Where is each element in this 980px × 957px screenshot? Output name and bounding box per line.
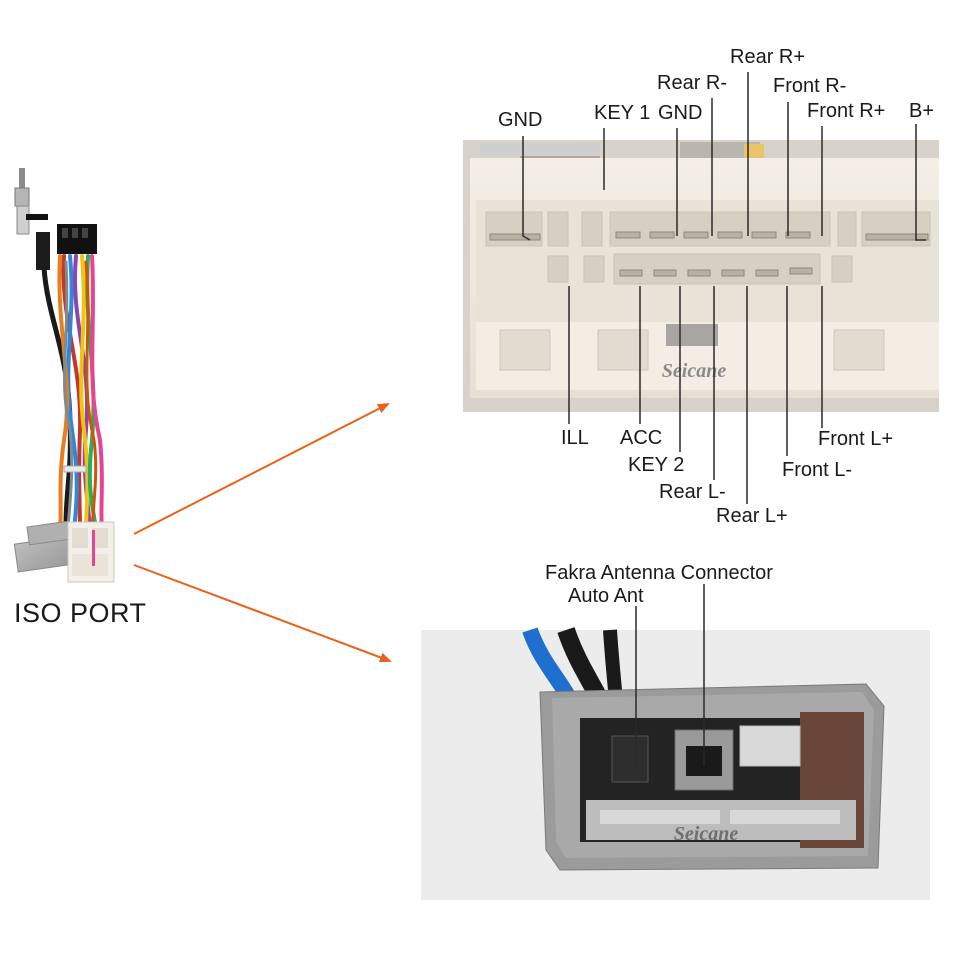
label-gnd-2: GND — [658, 102, 703, 124]
label-acc: ACC — [620, 427, 663, 449]
label-rear-r-plus: Rear R+ — [730, 46, 806, 68]
label-ill: ILL — [561, 427, 589, 449]
label-front-l-plus: Front L+ — [818, 428, 894, 450]
label-rear-l-plus: Rear L+ — [716, 505, 788, 527]
label-front-r-minus: Front R- — [773, 75, 847, 97]
top-watermark: Seicane — [662, 360, 727, 382]
label-fakra-antenna-connector: Fakra Antenna Connector — [545, 562, 773, 584]
bottom-watermark: Seicane — [674, 823, 739, 845]
iso-port-label: ISO PORT — [14, 598, 147, 628]
label-front-r-plus: Front R+ — [807, 100, 886, 122]
arrow-to-bottom-connector — [133, 564, 392, 663]
label-key-2: KEY 2 — [628, 454, 685, 476]
antenna-plug-icon — [14, 168, 50, 270]
wiring-harness-image — [13, 168, 115, 583]
wire-bundle — [41, 254, 104, 532]
fakra-connector-photo: Seicane — [421, 627, 930, 900]
arrow-to-top-connector — [133, 403, 390, 535]
label-b-plus: B+ — [909, 100, 935, 122]
label-rear-l-minus: Rear L- — [659, 481, 726, 503]
white-connector-icon — [67, 521, 115, 583]
label-gnd-1: GND — [498, 109, 543, 131]
label-key-1: KEY 1 — [594, 102, 651, 124]
top-leader-lines — [522, 72, 926, 504]
label-auto-ant: Auto Ant — [568, 585, 644, 607]
grey-connector-icon — [13, 520, 77, 573]
iso-connector-photo: Seicane — [463, 140, 939, 412]
label-rear-r-minus: Rear R- — [657, 72, 728, 94]
label-front-l-minus: Front L- — [782, 459, 853, 481]
bottom-leader-lines — [635, 584, 705, 770]
